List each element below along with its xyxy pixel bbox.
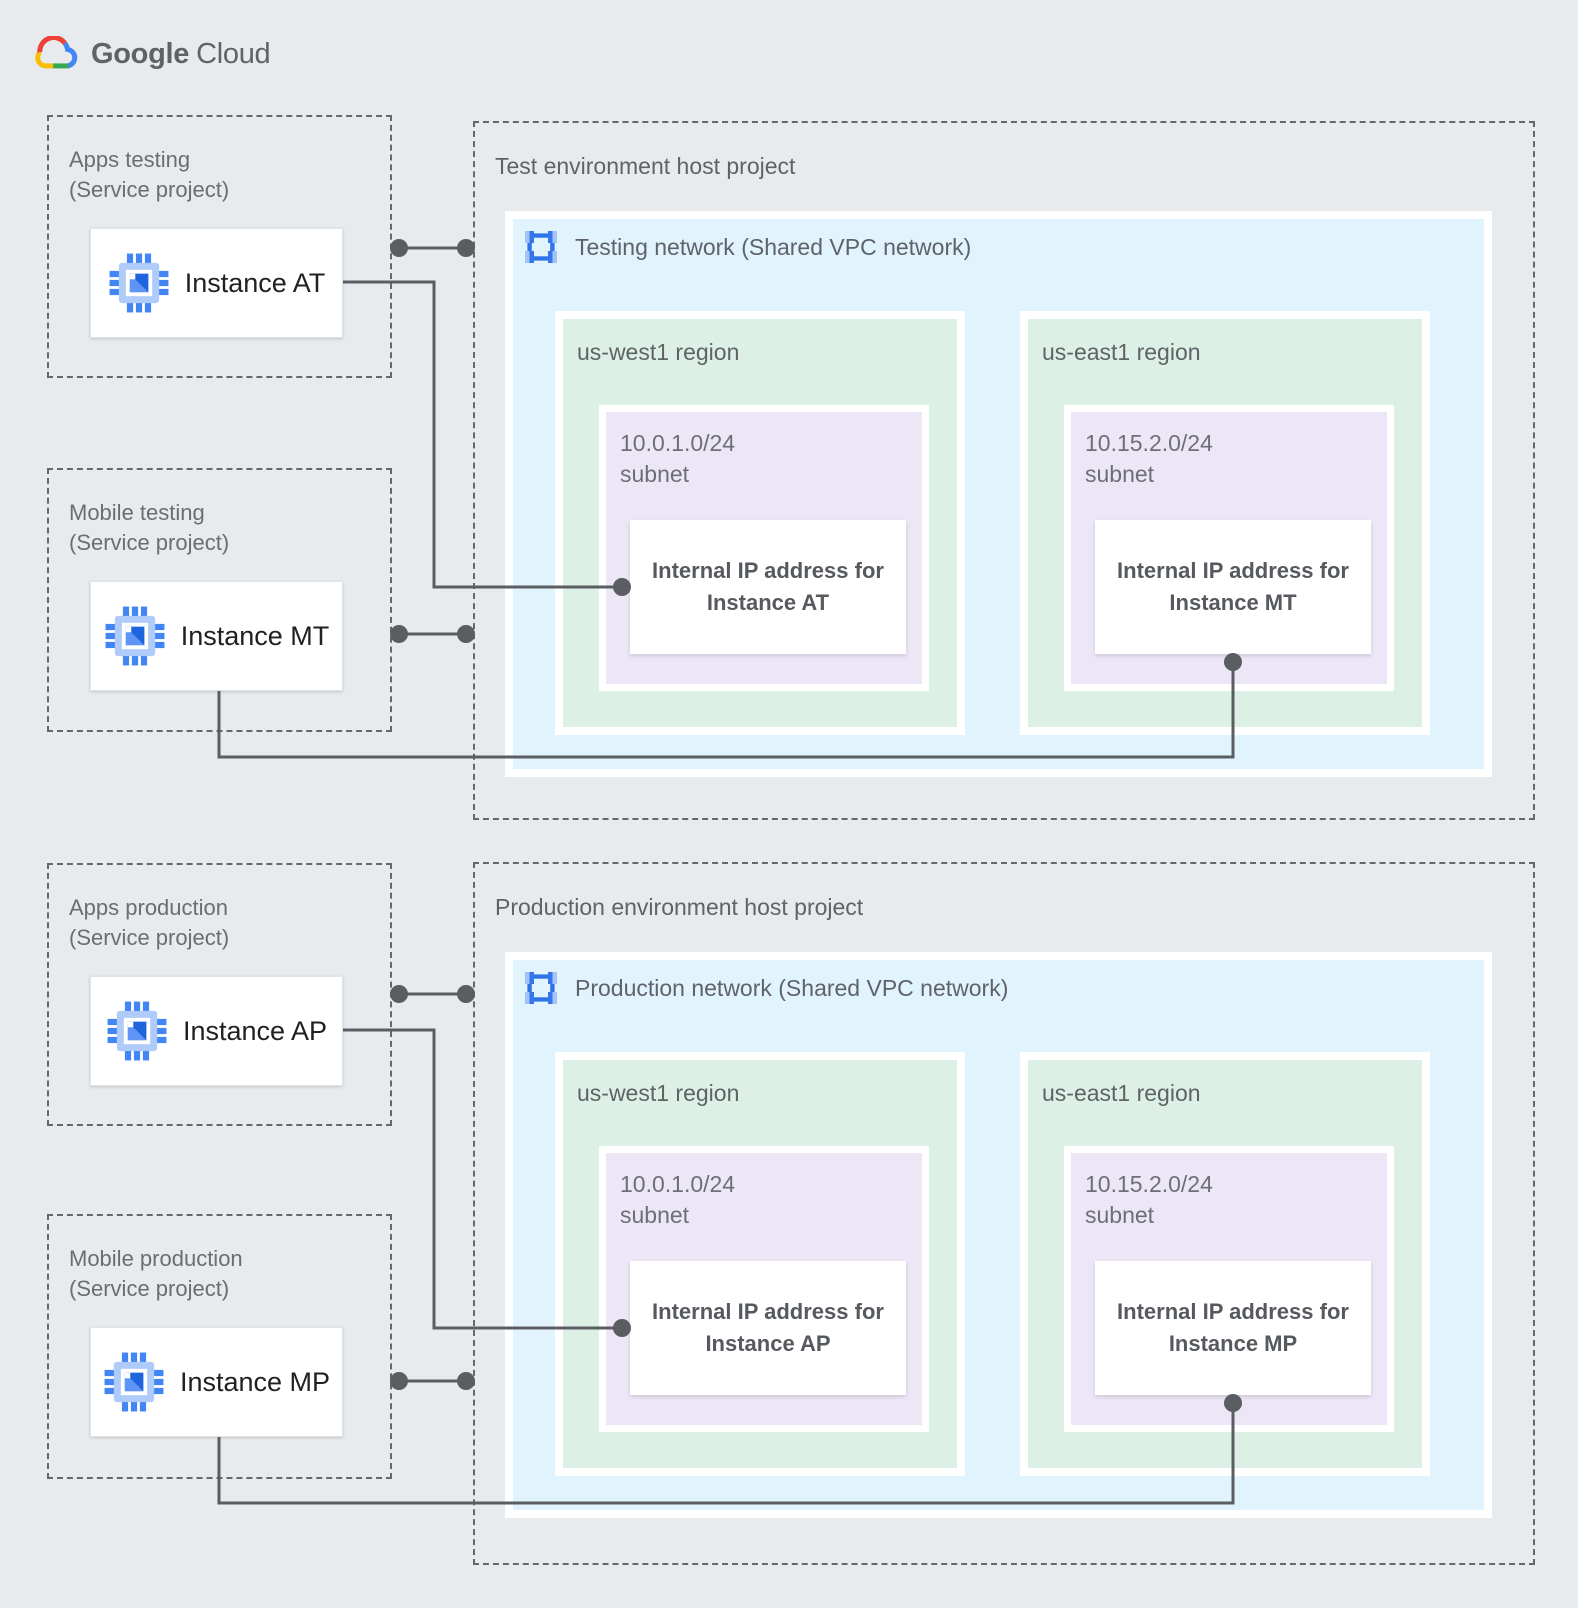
vpc-network-icon <box>523 229 559 265</box>
instance-card-mp: Instance MP <box>90 1327 343 1437</box>
instance-label: Instance MT <box>180 620 330 651</box>
internal-ip-line2: Instance MT <box>1169 590 1297 615</box>
service-project-subtitle: (Service project) <box>69 176 230 202</box>
instance-card-mt: Instance MT <box>90 581 343 691</box>
service-project-name: Mobile production <box>69 1246 243 1271</box>
internal-ip-line2: Instance MP <box>1168 1331 1298 1356</box>
connector-dot <box>390 985 408 1003</box>
region-label: us-east1 region <box>1042 339 1201 365</box>
service-project-apps-production: Apps production (Service project) Instan… <box>47 863 392 1126</box>
subnet-word: subnet <box>1085 1202 1155 1229</box>
connector-dot <box>390 625 408 643</box>
logo-product: Cloud <box>196 38 271 70</box>
subnet-cidr: 10.0.1.0/24 <box>620 1171 736 1197</box>
google-cloud-icon <box>33 36 79 73</box>
internal-ip-line1: Internal IP address for <box>1117 558 1349 584</box>
subnet-label: 10.15.2.0/24 subnet <box>1085 428 1213 490</box>
service-project-title: Mobile production (Service project) <box>69 1244 243 1303</box>
host-project-title: Production environment host project <box>495 894 864 920</box>
vpc-network-icon <box>523 970 559 1006</box>
service-project-name: Apps production <box>69 895 228 920</box>
connector-dot <box>390 239 408 257</box>
internal-ip-line1: Internal IP address for <box>652 1299 884 1325</box>
region-label: us-west1 region <box>577 1080 740 1106</box>
region-label: us-west1 region <box>577 339 740 365</box>
region-us-west1: us-west1 region 10.0.1.0/24 subnet Inter… <box>555 311 965 735</box>
subnet-cidr: 10.0.1.0/24 <box>620 430 736 456</box>
subnet-box: 10.15.2.0/24 subnet Internal IP address … <box>1064 405 1394 691</box>
instance-label: Instance MP <box>179 1366 331 1397</box>
compute-instance-icon <box>104 605 166 667</box>
instance-label: Instance AT <box>184 267 326 298</box>
service-project-subtitle: (Service project) <box>69 924 230 950</box>
internal-ip-line1: Internal IP address for <box>1117 1299 1349 1325</box>
internal-ip-card: Internal IP address for Instance AT <box>630 520 906 654</box>
host-project-title: Test environment host project <box>495 153 796 179</box>
internal-ip-line2: Instance AP <box>705 1331 831 1356</box>
internal-ip-card: Internal IP address for Instance MP <box>1095 1261 1371 1395</box>
compute-instance-icon <box>108 252 170 314</box>
compute-instance-icon <box>103 1351 165 1413</box>
service-project-title: Apps testing (Service project) <box>69 145 229 204</box>
service-project-title: Apps production (Service project) <box>69 893 229 952</box>
host-project-test: Test environment host project Testing ne… <box>473 121 1535 820</box>
subnet-cidr: 10.15.2.0/24 <box>1085 1171 1213 1197</box>
subnet-word: subnet <box>620 1202 690 1229</box>
shared-vpc-network-testing: Testing network (Shared VPC network) us-… <box>505 211 1492 777</box>
subnet-cidr: 10.15.2.0/24 <box>1085 430 1213 456</box>
service-project-name: Apps testing <box>69 147 191 172</box>
service-project-name: Mobile testing <box>69 500 205 525</box>
internal-ip-line2: Instance AT <box>706 590 830 615</box>
logo-brand: Google <box>91 38 190 70</box>
connector-dot <box>390 1372 408 1390</box>
service-project-mobile-testing: Mobile testing (Service project) Instanc… <box>47 468 392 732</box>
service-project-subtitle: (Service project) <box>69 529 230 555</box>
internal-ip-line1: Internal IP address for <box>652 558 884 584</box>
network-label: Production network (Shared VPC network) <box>575 975 1009 1001</box>
subnet-label: 10.15.2.0/24 subnet <box>1085 1169 1213 1231</box>
service-project-mobile-production: Mobile production (Service project) Inst… <box>47 1214 392 1479</box>
instance-card-at: Instance AT <box>90 228 343 338</box>
shared-vpc-network-production: Production network (Shared VPC network) … <box>505 952 1492 1518</box>
region-label: us-east1 region <box>1042 1080 1201 1106</box>
subnet-word: subnet <box>620 461 690 488</box>
internal-ip-card: Internal IP address for Instance MT <box>1095 520 1371 654</box>
subnet-box: 10.15.2.0/24 subnet Internal IP address … <box>1064 1146 1394 1432</box>
network-label: Testing network (Shared VPC network) <box>575 234 972 260</box>
region-us-east1: us-east1 region 10.15.2.0/24 subnet Inte… <box>1020 1052 1430 1476</box>
host-project-production: Production environment host project Prod… <box>473 862 1535 1565</box>
service-project-apps-testing: Apps testing (Service project) Instance … <box>47 115 392 378</box>
region-us-east1: us-east1 region 10.15.2.0/24 subnet Inte… <box>1020 311 1430 735</box>
subnet-box: 10.0.1.0/24 subnet Internal IP address f… <box>599 1146 929 1432</box>
subnet-label: 10.0.1.0/24 subnet <box>620 1169 735 1231</box>
subnet-box: 10.0.1.0/24 subnet Internal IP address f… <box>599 405 929 691</box>
instance-label: Instance AP <box>182 1015 328 1046</box>
service-project-subtitle: (Service project) <box>69 1275 230 1301</box>
subnet-word: subnet <box>1085 461 1155 488</box>
internal-ip-card: Internal IP address for Instance AP <box>630 1261 906 1395</box>
network-header: Testing network (Shared VPC network) <box>523 229 971 265</box>
subnet-label: 10.0.1.0/24 subnet <box>620 428 735 490</box>
service-project-title: Mobile testing (Service project) <box>69 498 229 557</box>
compute-instance-icon <box>106 1000 168 1062</box>
instance-card-ap: Instance AP <box>90 976 343 1086</box>
network-header: Production network (Shared VPC network) <box>523 970 1008 1006</box>
region-us-west1: us-west1 region 10.0.1.0/24 subnet Inter… <box>555 1052 965 1476</box>
